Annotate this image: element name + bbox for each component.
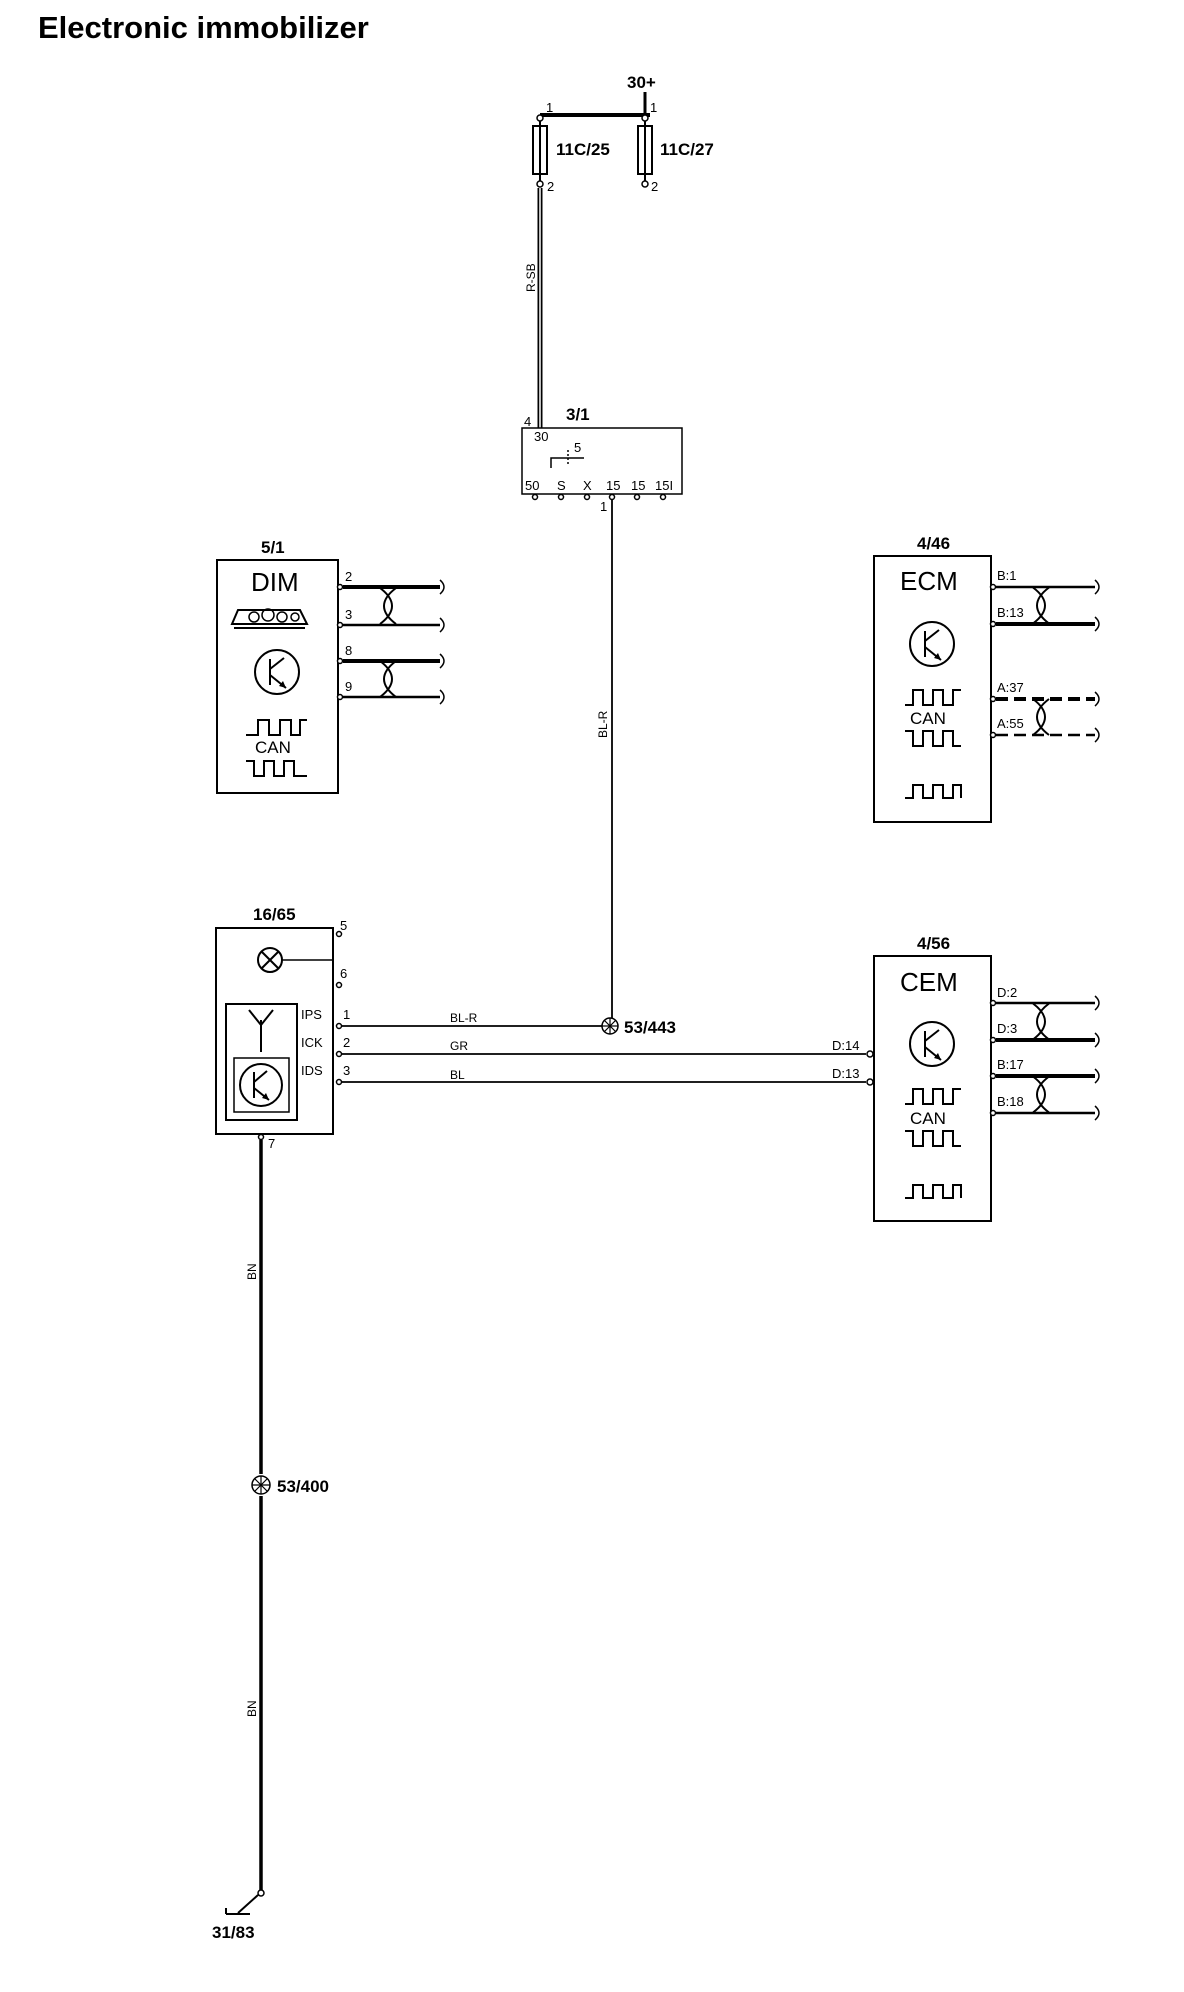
wire-label-bn: BN xyxy=(245,1263,259,1280)
fuse-b-pin-in: 1 xyxy=(650,100,657,115)
wire-r-sb: R-SB xyxy=(524,188,543,428)
transistor-icon xyxy=(239,1063,283,1107)
ecm-pin: A:37 xyxy=(997,680,1024,695)
lamp-icon: 5 6 xyxy=(257,918,347,989)
wire-bl-r: BL-R xyxy=(596,500,613,1025)
wire-label-ips: BL-R xyxy=(450,1011,478,1025)
ecm-pin: A:55 xyxy=(997,716,1024,731)
instrument-icon xyxy=(230,608,309,629)
wire-ids: BL D:13 xyxy=(342,1066,874,1086)
ecm-name: ECM xyxy=(900,566,958,596)
wire-label-r-sb: R-SB xyxy=(524,263,538,292)
fuse-b-label: 11C/27 xyxy=(660,140,714,159)
ignition-switch-pin-out: 1 xyxy=(600,499,607,514)
terminal-label: S xyxy=(557,478,566,493)
wire-label-ick: GR xyxy=(450,1039,468,1053)
cem-can-label: CAN xyxy=(910,1109,946,1128)
transistor-icon xyxy=(909,621,955,667)
can-bus-icon: CAN xyxy=(905,689,961,747)
signal-name: IDS xyxy=(301,1063,323,1078)
immobilizer-module: 16/65 5 6 IPS ICK xyxy=(215,905,350,1151)
immobilizer-signals: IPS ICK IDS 1 2 3 xyxy=(301,1007,350,1086)
cem-can-wires: D:2 D:3 B:17 B:18 xyxy=(989,985,1100,1121)
signal-pin: 3 xyxy=(343,1063,350,1078)
dim-can-label: CAN xyxy=(255,738,291,757)
supply-label: 30+ xyxy=(627,73,656,92)
immobilizer-ref: 16/65 xyxy=(253,905,296,924)
ignition-switch: 3/1 4 30 5 50 S X 15 15 15I 1 xyxy=(521,405,683,514)
dim-pin: 8 xyxy=(345,643,352,658)
ground-symbol: 31/83 xyxy=(212,1889,265,1942)
ecm-module: 4/46 ECM CAN B:1 B:13 A:37 A:55 xyxy=(873,534,1100,823)
terminal-label: 15 xyxy=(631,478,645,493)
page-title: Electronic immobilizer xyxy=(38,10,369,45)
wire-label-bn: BN xyxy=(245,1700,259,1717)
cem-pin: D:3 xyxy=(997,1021,1017,1036)
immobilizer-ground-pin: 7 xyxy=(268,1136,275,1151)
cem-in-pin: D:14 xyxy=(832,1038,859,1053)
can-bus-icon: CAN xyxy=(905,1088,961,1147)
transistor-icon xyxy=(254,649,300,695)
cem-pin: B:17 xyxy=(997,1057,1024,1072)
signal-icon xyxy=(905,784,962,799)
terminal-label: 15I xyxy=(655,478,673,493)
signal-pin: 2 xyxy=(343,1035,350,1050)
dim-can-wires: 2 3 8 9 xyxy=(336,569,445,705)
ecm-ref: 4/46 xyxy=(917,534,950,553)
ecm-pin: B:13 xyxy=(997,605,1024,620)
supply-30: 30+ xyxy=(540,73,656,117)
fuse-b-pin-out: 2 xyxy=(651,179,658,194)
splice-label: 53/443 xyxy=(624,1018,676,1037)
dim-ref: 5/1 xyxy=(261,538,285,557)
wire-ips: BL-R xyxy=(342,1011,602,1027)
wire-label-bl-r: BL-R xyxy=(596,710,610,738)
ecm-pin: B:1 xyxy=(997,568,1017,583)
ground-label: 31/83 xyxy=(212,1923,255,1942)
signal-name: IPS xyxy=(301,1007,322,1022)
signal-icon xyxy=(905,1184,962,1199)
cem-pin: B:18 xyxy=(997,1094,1024,1109)
lamp-pin: 6 xyxy=(340,966,347,981)
signal-pin: 1 xyxy=(343,1007,350,1022)
cem-module: 4/56 CEM CAN D:2 D:3 B:17 B:18 xyxy=(873,934,1100,1222)
wire-bn: BN BN xyxy=(245,1140,263,1890)
splice-53-443: 53/443 xyxy=(601,1017,676,1037)
ignition-switch-inner: 5 xyxy=(574,440,581,455)
transistor-icon xyxy=(909,1021,955,1067)
dim-pin: 9 xyxy=(345,679,352,694)
wire-label-ids: BL xyxy=(450,1068,465,1082)
cem-ref: 4/56 xyxy=(917,934,950,953)
cem-name: CEM xyxy=(900,967,958,997)
wire-ick: GR D:14 xyxy=(342,1038,874,1058)
antenna-icon xyxy=(248,1009,274,1052)
ignition-switch-terminals: 50 S X 15 15 15I xyxy=(525,478,673,493)
lamp-pin: 5 xyxy=(340,918,347,933)
ignition-switch-pin-in: 4 xyxy=(524,414,531,429)
fuse-11c-27: 1 2 11C/27 xyxy=(637,100,714,194)
fuse-a-pin-out: 2 xyxy=(547,179,554,194)
dim-pin: 2 xyxy=(345,569,352,584)
dim-module: 5/1 DIM CAN 2 3 8 9 xyxy=(216,538,445,794)
dim-pin: 3 xyxy=(345,607,352,622)
fuse-a-label: 11C/25 xyxy=(556,140,610,159)
ignition-switch-ref: 3/1 xyxy=(566,405,590,424)
cem-pin: D:2 xyxy=(997,985,1017,1000)
terminal-label: 15 xyxy=(606,478,620,493)
terminal-label: X xyxy=(583,478,592,493)
ecm-can-wires: B:1 B:13 A:37 A:55 xyxy=(989,568,1100,743)
splice-53-400: 53/400 xyxy=(251,1475,329,1496)
can-bus-icon: CAN xyxy=(246,719,307,777)
cem-in-pin: D:13 xyxy=(832,1066,859,1081)
fuse-a-pin-in: 1 xyxy=(546,100,553,115)
signal-name: ICK xyxy=(301,1035,323,1050)
ignition-switch-terminal-30: 30 xyxy=(534,429,548,444)
fuse-11c-25: 1 2 11C/25 xyxy=(532,100,610,194)
splice-label: 53/400 xyxy=(277,1477,329,1496)
terminal-label: 50 xyxy=(525,478,539,493)
dim-name: DIM xyxy=(251,567,299,597)
ecm-can-label: CAN xyxy=(910,709,946,728)
